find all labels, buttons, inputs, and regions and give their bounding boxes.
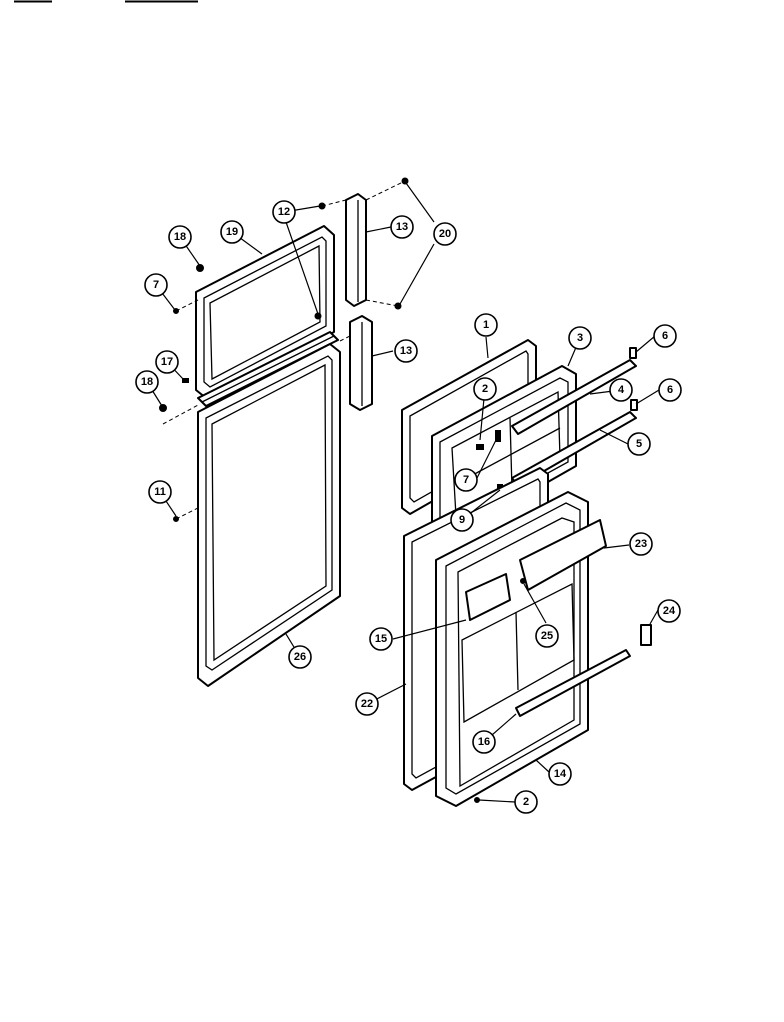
- callout-16: 16: [472, 730, 496, 754]
- svg-text:16: 16: [478, 736, 490, 748]
- callout-13-upper: 13: [390, 215, 414, 239]
- svg-text:11: 11: [154, 486, 166, 498]
- callout-14: 14: [548, 762, 572, 786]
- svg-text:3: 3: [577, 332, 583, 344]
- svg-text:24: 24: [663, 605, 676, 617]
- callout-12: 12: [272, 200, 296, 224]
- svg-text:7: 7: [153, 279, 159, 291]
- svg-text:20: 20: [439, 228, 451, 240]
- svg-text:6: 6: [667, 384, 673, 396]
- screw-18: [159, 264, 204, 412]
- callout-23: 23: [629, 532, 653, 556]
- svg-text:1: 1: [483, 319, 489, 331]
- callout-3: 3: [568, 326, 592, 350]
- svg-text:2: 2: [482, 383, 488, 395]
- callout-26: 26: [288, 645, 312, 669]
- callout-6-lower: 6: [658, 378, 682, 402]
- hinge-bracket-lower: [349, 315, 373, 411]
- svg-text:13: 13: [396, 221, 408, 233]
- screw-20: [394, 177, 409, 310]
- callout-17: 17: [155, 350, 179, 374]
- freezer-shelf-4: [511, 359, 637, 435]
- shelf-clips-6: [629, 347, 638, 411]
- callout-13-lower: 13: [394, 339, 418, 363]
- retainer-24: [640, 624, 652, 646]
- callout-1: 1: [474, 313, 498, 337]
- callout-9: 9: [450, 508, 474, 532]
- svg-text:2: 2: [523, 796, 529, 808]
- hinge-bracket-upper: [345, 193, 367, 307]
- callouts: 1 2 3 4 5 6 6 7 7 9 11 12 13 13 14 15 16…: [135, 200, 682, 814]
- screw-2-bottom: [474, 797, 480, 803]
- svg-text:13: 13: [400, 345, 412, 357]
- callout-5: 5: [627, 432, 651, 456]
- svg-text:23: 23: [635, 538, 647, 550]
- callout-22: 22: [355, 692, 379, 716]
- svg-text:18: 18: [141, 376, 153, 388]
- callout-7-right: 7: [454, 468, 478, 492]
- shelf-16: [515, 649, 631, 717]
- svg-text:4: 4: [618, 384, 625, 396]
- hinge-strip: [197, 331, 339, 407]
- callout-2-freezer: 2: [473, 377, 497, 401]
- callout-25: 25: [535, 624, 559, 648]
- svg-text:26: 26: [294, 651, 306, 663]
- svg-text:6: 6: [662, 330, 668, 342]
- callout-18-upper: 18: [168, 225, 192, 249]
- callout-24: 24: [657, 599, 681, 623]
- svg-text:14: 14: [554, 768, 567, 780]
- svg-text:22: 22: [361, 698, 373, 710]
- svg-text:25: 25: [541, 630, 553, 642]
- fresh-food-door-gasket: [197, 343, 341, 687]
- callout-7-left: 7: [144, 273, 168, 297]
- svg-text:12: 12: [278, 206, 290, 218]
- pin-17: [182, 378, 189, 383]
- shelf-15: [465, 573, 511, 621]
- svg-text:17: 17: [161, 356, 173, 368]
- assembly-lines: [162, 180, 406, 520]
- callout-19: 19: [220, 220, 244, 244]
- freezer-door-gasket: [195, 225, 335, 399]
- part-25: [520, 578, 526, 584]
- callout-4: 4: [609, 378, 633, 402]
- svg-text:18: 18: [174, 231, 186, 243]
- svg-text:15: 15: [375, 633, 387, 645]
- callout-15: 15: [369, 627, 393, 651]
- callout-2-bottom: 2: [514, 790, 538, 814]
- callout-6-upper: 6: [653, 324, 677, 348]
- callout-18-lower: 18: [135, 370, 159, 394]
- callout-20: 20: [433, 222, 457, 246]
- svg-text:9: 9: [459, 514, 465, 526]
- svg-text:19: 19: [226, 226, 238, 238]
- svg-text:7: 7: [463, 474, 469, 486]
- svg-text:5: 5: [636, 438, 642, 450]
- callout-11: 11: [148, 480, 172, 504]
